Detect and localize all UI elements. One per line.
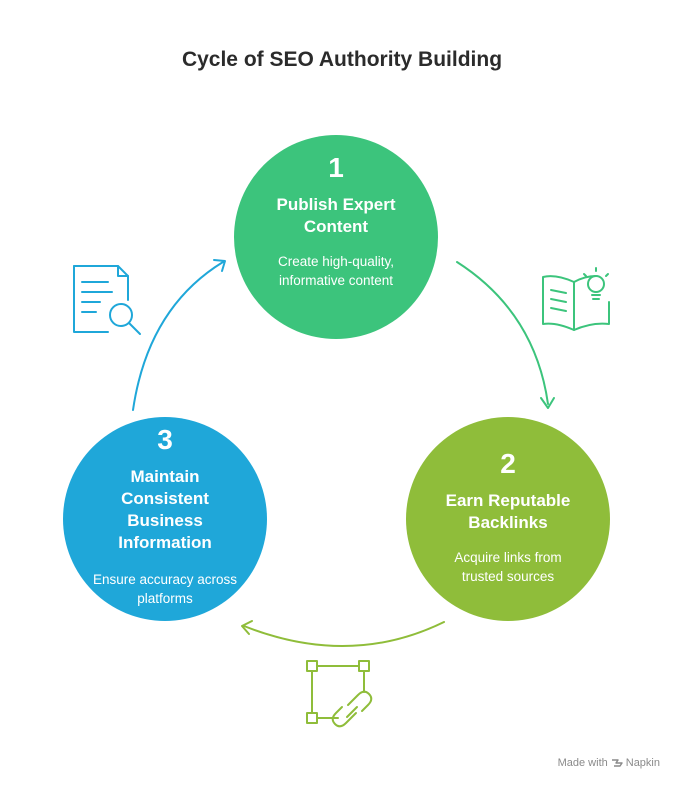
step-description: Acquire links from trusted sources xyxy=(454,550,562,584)
step-number: 1 xyxy=(328,152,344,183)
step-number: 3 xyxy=(157,424,173,455)
step-description: Create high-quality, informative content xyxy=(277,254,395,288)
step-heading: Maintain Consistent Business Information xyxy=(118,467,212,552)
page-title: Cycle of SEO Authority Building xyxy=(181,48,503,71)
step-heading: Publish Expert Content xyxy=(276,195,396,236)
document-search-icon xyxy=(73,265,141,335)
step-heading: Earn Reputable Backlinks xyxy=(445,491,571,532)
book-lightbulb-icon xyxy=(542,267,610,331)
step-3-circle: 3 Maintain Consistent Business Informati… xyxy=(63,417,267,621)
step-number: 2 xyxy=(500,448,516,479)
step-1-circle: 1 Publish Expert Content Create high-qua… xyxy=(234,135,438,339)
chain-link-nodes-icon xyxy=(306,660,373,728)
arrow-1-to-2 xyxy=(456,261,555,409)
step-description: Ensure accuracy across platforms xyxy=(92,572,238,606)
arrow-2-to-3 xyxy=(241,620,445,648)
step-2-circle: 2 Earn Reputable Backlinks Acquire links… xyxy=(406,417,610,621)
napkin-logo-icon xyxy=(611,759,623,767)
made-with-credit[interactable]: Made with Napkin xyxy=(558,757,660,769)
arrow-3-to-1 xyxy=(132,259,226,411)
credit-prefix: Made with xyxy=(557,757,608,769)
credit-brand: Napkin xyxy=(625,757,660,769)
